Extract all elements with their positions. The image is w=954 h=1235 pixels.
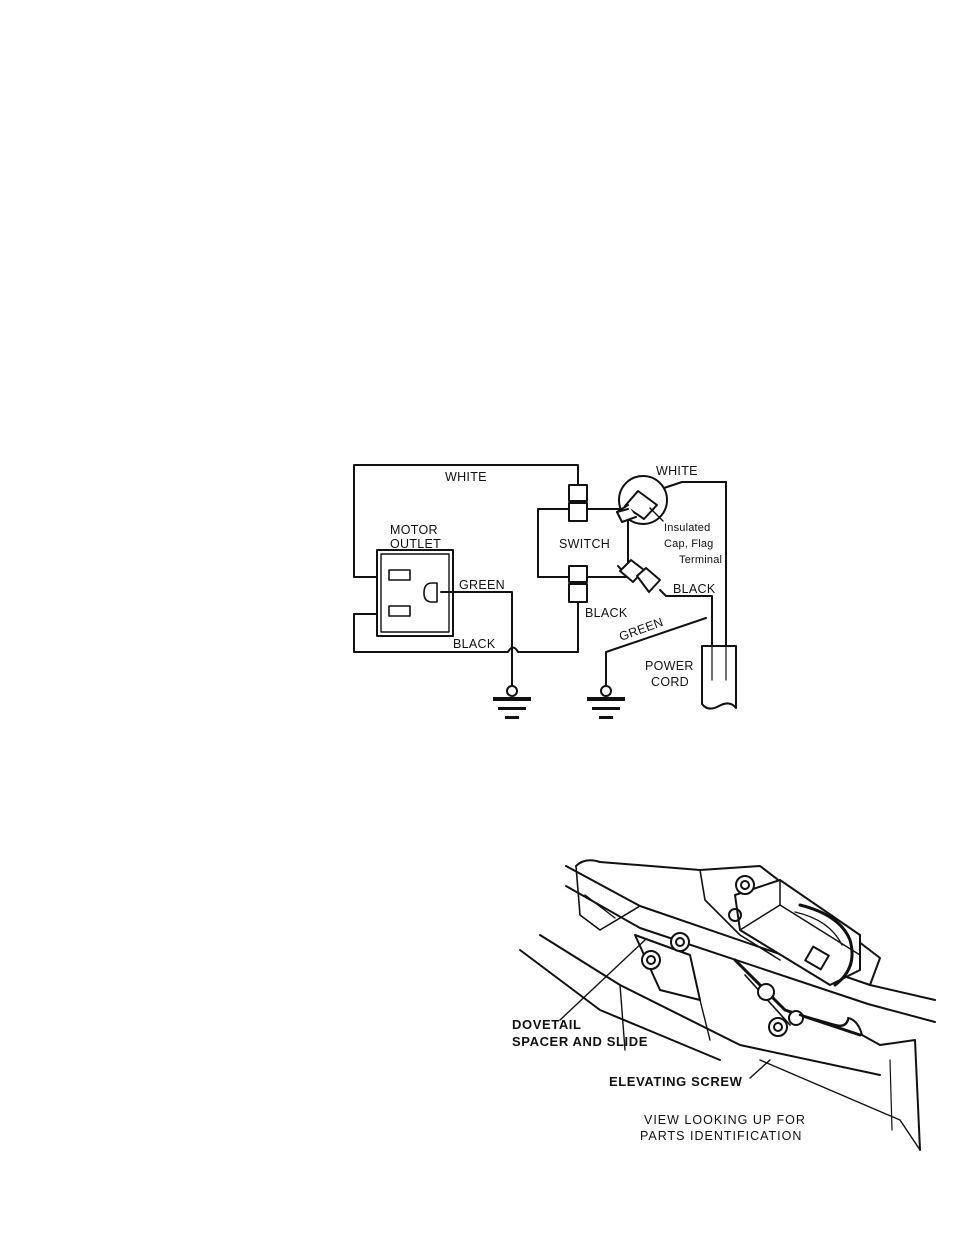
label-view-2: PARTS IDENTIFICATION	[640, 1129, 802, 1143]
underside-view-illustration: DOVETAIL SPACER AND SLIDE ELEVATING SCRE…	[500, 850, 940, 1160]
label-motor-outlet-2: OUTLET	[390, 537, 441, 551]
label-black-switch: BLACK	[585, 606, 628, 620]
label-switch: SWITCH	[559, 537, 610, 551]
power-cord	[702, 646, 736, 709]
label-green-outlet: GREEN	[459, 578, 505, 592]
ground-symbol-right	[601, 686, 611, 696]
label-white-top: WHITE	[445, 470, 487, 484]
switch-housing	[735, 880, 860, 985]
leader-elevating-screw	[750, 1060, 770, 1078]
switch-terminal-bottom-1	[569, 566, 587, 582]
outlet-slot-top	[389, 570, 410, 580]
nut-left	[642, 951, 660, 969]
nut-right	[671, 933, 689, 951]
label-power-cord-2: CORD	[651, 675, 689, 689]
label-insulated-1: Insulated	[664, 522, 710, 534]
label-insulated-2: Cap, Flag	[664, 538, 714, 550]
label-motor-outlet-1: MOTOR	[390, 523, 438, 537]
label-dovetail-1: DOVETAIL	[512, 1017, 582, 1032]
wiring-diagram: WHITE WHITE MOTOR OUTLET SWITCH Insulate…	[340, 455, 750, 735]
leader-dovetail	[560, 940, 645, 1020]
label-elevating-screw: ELEVATING SCREW	[609, 1074, 743, 1089]
label-dovetail-2: SPACER AND SLIDE	[512, 1034, 648, 1049]
label-power-cord-1: POWER	[645, 659, 694, 673]
label-view-1: VIEW LOOKING UP FOR	[644, 1113, 806, 1127]
label-black-bottom: BLACK	[453, 637, 496, 651]
switch-terminal-bottom-2	[569, 584, 587, 602]
label-white-right: WHITE	[656, 464, 698, 478]
label-black-right: BLACK	[673, 582, 716, 596]
switch-terminal-top-2	[569, 503, 587, 521]
switch-terminal-top-1	[569, 485, 587, 501]
outlet-slot-bottom	[389, 606, 410, 616]
outlet-ground-hole	[424, 583, 437, 602]
ground-symbol-left	[507, 686, 517, 696]
label-insulated-3: Terminal	[679, 554, 722, 566]
